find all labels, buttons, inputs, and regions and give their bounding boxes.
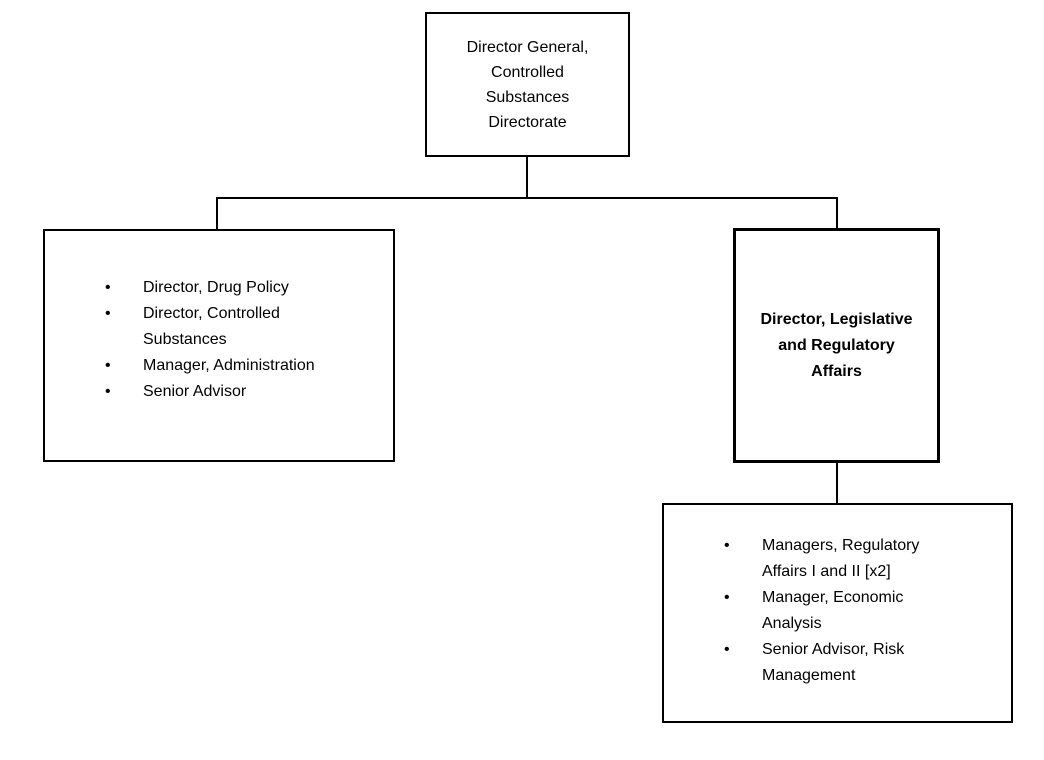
bullet-icon: • (724, 641, 730, 658)
list-item-text: Senior Advisor, Risk Management (762, 641, 905, 684)
list-item-text: Managers, Regulatory Affairs I and II [x… (762, 537, 920, 580)
bullet-icon: • (105, 357, 111, 374)
list-item-text: Senior Advisor (143, 383, 247, 400)
list-item-text: Director, Drug Policy (143, 279, 289, 296)
node-bottom-group: • Managers, Regulatory Affairs I and II … (662, 503, 1013, 723)
connector-right-drop (836, 197, 838, 228)
list-item: • Managers, Regulatory Affairs I and II … (664, 533, 1011, 585)
bullet-icon: • (724, 537, 730, 554)
list-item: • Director, Drug Policy (45, 275, 393, 301)
bullet-icon: • (105, 305, 111, 322)
node-left-group: • Director, Drug Policy • Director, Cont… (43, 229, 395, 462)
bullet-icon: • (724, 589, 730, 606)
node-director-legislative: Director, Legislative and Regulatory Aff… (733, 228, 940, 463)
connector-root-stub (526, 157, 528, 199)
list-item-text: Director, Controlled Substances (143, 305, 280, 348)
list-item: • Senior Advisor, Risk Management (664, 637, 1011, 689)
node-director-general-title: Director General, Controlled Substances … (466, 38, 589, 131)
list-item-text: Manager, Administration (143, 357, 315, 374)
connector-distribution-line (216, 197, 838, 199)
bullet-icon: • (105, 279, 111, 296)
list-item-text: Manager, Economic Analysis (762, 589, 904, 632)
bullet-icon: • (105, 383, 111, 400)
list-item: • Manager, Administration (45, 353, 393, 379)
list-item: • Manager, Economic Analysis (664, 585, 1011, 637)
list-item: • Director, Controlled Substances (45, 301, 393, 353)
node-director-legislative-title: Director, Legislative and Regulatory Aff… (760, 310, 913, 380)
connector-bottom-stub (836, 463, 838, 503)
node-director-general: Director General, Controlled Substances … (425, 12, 630, 157)
connector-left-drop (216, 197, 218, 229)
list-item: • Senior Advisor (45, 379, 393, 405)
